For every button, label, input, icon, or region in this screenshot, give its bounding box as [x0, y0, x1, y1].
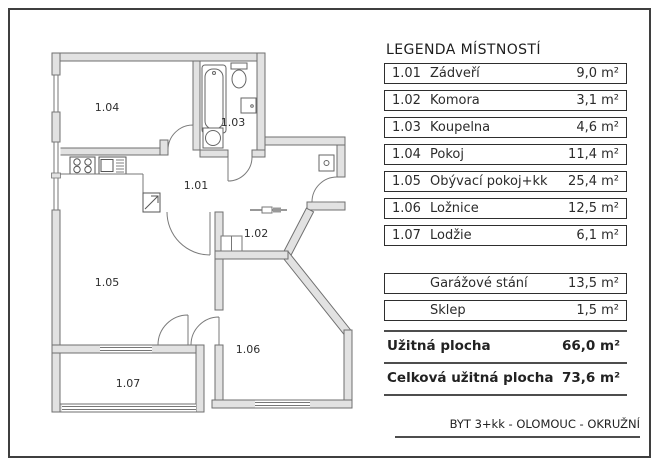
room-area: 1,5 m²: [576, 303, 619, 318]
room-name: Lodžie: [430, 228, 472, 243]
legend-row-garage: Garážové stání 13,5 m²: [384, 273, 627, 294]
door-hall-living: [166, 211, 211, 256]
room-name: Sklep: [430, 303, 466, 318]
wall-left-1: [51, 52, 61, 76]
wall-top: [51, 52, 266, 62]
room-label-1-04: 1.04: [95, 101, 120, 114]
sink-icon: [202, 127, 224, 149]
total-area: 73,6 m²: [562, 370, 620, 386]
room-name: Koupelna: [430, 120, 491, 135]
total-name: Užitná plocha: [387, 338, 491, 354]
total-name: Celková užitná plocha: [387, 370, 554, 386]
steps-icon: [220, 235, 243, 252]
wall-bath-right: [256, 52, 266, 151]
door-bathroom: [227, 156, 253, 182]
window-living-left: [51, 141, 61, 211]
wall-entry-top: [264, 136, 346, 146]
room-name: Obývací pokoj+kk: [430, 174, 548, 189]
wall-bath-bottom-a: [199, 149, 229, 158]
wall-entry-bottom: [306, 201, 346, 211]
room-label-1-06: 1.06: [236, 343, 261, 356]
shaft-icon: [142, 192, 161, 213]
room-name: Garážové stání: [430, 276, 528, 291]
room-name: Zádveří: [430, 66, 480, 81]
stove-icon: [69, 156, 96, 175]
door-bedroom: [190, 316, 220, 346]
room-label-1-01: 1.01: [184, 179, 209, 192]
room-number: 1.07: [392, 228, 421, 243]
room-number: 1.02: [392, 93, 421, 108]
room-labels: 1.01 1.02 1.03 1.04 1.05 1.06 1.07: [95, 101, 269, 390]
room-number: 1.04: [392, 147, 421, 162]
room-label-1-03: 1.03: [221, 116, 246, 129]
room-number: 1.03: [392, 120, 421, 135]
wall-entry-right-upper: [336, 144, 346, 178]
wall-loggia-right: [195, 344, 205, 413]
wall-diagonal-lower: [281, 250, 352, 337]
room-label-1-07: 1.07: [116, 377, 141, 390]
legend-title: LEGENDA MÍSTNOSTÍ: [386, 42, 541, 58]
room-area: 25,4 m²: [568, 174, 619, 189]
wall-bedroom-left: [214, 344, 224, 401]
window-room104: [51, 74, 61, 113]
room-area: 3,1 m²: [576, 93, 619, 108]
window-bedroom: [255, 400, 310, 408]
room-area: 13,5 m²: [568, 276, 619, 291]
wall-kitchen-top: [59, 147, 164, 156]
plan-footer: BYT 3+kk - OLOMOUC - OKRUŽNÍ: [395, 417, 640, 438]
totals-block: Užitná plocha 66,0 m² Celková užitná plo…: [384, 330, 627, 396]
door-room104: [167, 124, 194, 151]
windows: [51, 74, 310, 412]
shelf-icon: [250, 206, 287, 214]
total-usable-area: Užitná plocha 66,0 m²: [384, 330, 627, 362]
window-loggia-railing: [62, 404, 196, 412]
room-name: Komora: [430, 93, 480, 108]
wall-komora-left: [214, 211, 224, 311]
bathtub-icon: [201, 64, 227, 134]
wall-left-2: [51, 111, 61, 143]
wall-bath-bottom-b: [251, 149, 266, 158]
legend-row-cellar: Sklep 1,5 m²: [384, 300, 627, 321]
door-loggia: [157, 314, 189, 346]
wall-bath-left: [192, 60, 201, 151]
kitchen-counter-line: [60, 173, 144, 193]
room-number: 1.05: [392, 174, 421, 189]
wall-left-3: [51, 209, 61, 413]
wall-bedroom-right: [343, 329, 353, 409]
legend-row-1-05: 1.05 Obývací pokoj+kk 25,4 m²: [384, 171, 627, 192]
legend-row-1-07: 1.07 Lodžie 6,1 m²: [384, 225, 627, 246]
room-number: 1.06: [392, 201, 421, 216]
room-area: 6,1 m²: [576, 228, 619, 243]
doors: [157, 124, 338, 346]
legend-row-1-03: 1.03 Koupelna 4,6 m²: [384, 117, 627, 138]
window-living-loggia: [100, 345, 152, 353]
wall-komora-bottom: [214, 250, 289, 260]
room-number: 1.01: [392, 66, 421, 81]
legend-row-1-01: 1.01 Zádveří 9,0 m²: [384, 63, 627, 84]
legend-row-1-06: 1.06 Ložnice 12,5 m²: [384, 198, 627, 219]
electrical-box-icon: [318, 154, 335, 172]
room-label-1-05: 1.05: [95, 276, 120, 289]
room-area: 4,6 m²: [576, 120, 619, 135]
door-entry: [311, 176, 338, 203]
washer-icon: [240, 97, 257, 114]
room-area: 9,0 m²: [576, 66, 619, 81]
total-area: 66,0 m²: [562, 338, 620, 354]
legend-row-1-02: 1.02 Komora 3,1 m²: [384, 90, 627, 111]
kitchen-sink-icon: [98, 156, 127, 175]
room-label-1-02: 1.02: [244, 227, 269, 240]
fixtures: [60, 62, 335, 252]
room-name: Pokoj: [430, 147, 464, 162]
total-overall-area: Celková užitná plocha 73,6 m²: [384, 362, 627, 396]
wall-hall-stub: [159, 139, 169, 156]
room-area: 11,4 m²: [568, 147, 619, 162]
legend-row-1-04: 1.04 Pokoj 11,4 m²: [384, 144, 627, 165]
room-area: 12,5 m²: [568, 201, 619, 216]
room-name: Ložnice: [430, 201, 479, 216]
toilet-icon: [230, 62, 248, 89]
